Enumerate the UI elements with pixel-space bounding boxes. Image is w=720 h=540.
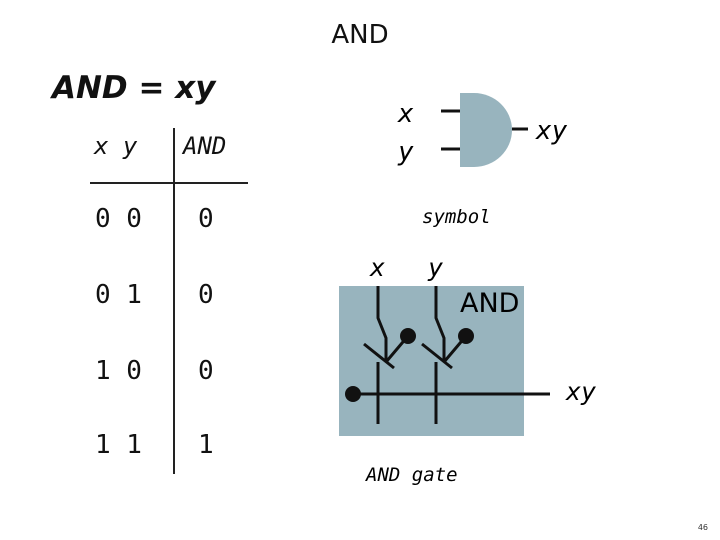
truth-table-row-output: 0 [198, 204, 214, 234]
gate-input-x-label: x [369, 253, 385, 282]
gate-switch-x-bar [363, 342, 395, 370]
truth-table-row-output: 0 [198, 356, 214, 386]
truth-table-header-inputs: x y [94, 132, 138, 160]
truth-table-row-inputs: 0 0 [95, 204, 142, 234]
truth-table-row-inputs: 1 0 [95, 356, 142, 386]
gate-switch-y-bar [421, 342, 453, 370]
symbol-caption: symbol [422, 206, 491, 228]
gate-name-label: AND [460, 288, 519, 319]
truth-table-header-output: AND [183, 132, 227, 160]
gate-output-label: xy [565, 377, 596, 406]
symbol-output-label: xy [535, 116, 568, 146]
gate-caption: AND gate [365, 464, 458, 486]
and-gate-diagram: x y AND xy AND gate [339, 253, 596, 486]
truth-table-header-divider [90, 182, 248, 184]
gate-wire-y [434, 286, 446, 362]
gate-wire-x [376, 286, 388, 362]
symbol-input-x-label: x [397, 99, 414, 129]
gate-switch-x-dot [400, 328, 416, 344]
slide-title: AND [331, 20, 389, 50]
gate-box [339, 286, 524, 436]
truth-table-column-divider [173, 128, 175, 474]
gate-input-y-label: y [427, 253, 443, 282]
and-gate-symbol-shape [460, 93, 512, 167]
page-number: 46 [697, 523, 708, 532]
symbol-input-y-label: y [397, 137, 414, 167]
truth-table-row-inputs: 1 1 [95, 430, 142, 460]
truth-table-row-output: 0 [198, 280, 214, 310]
truth-table-row-inputs: 0 1 [95, 280, 142, 310]
and-equation: AND = xy [52, 70, 216, 106]
and-symbol: x y xy symbol [397, 93, 568, 228]
gate-switch-y-dot [458, 328, 474, 344]
truth-table-row-output: 1 [198, 430, 214, 460]
